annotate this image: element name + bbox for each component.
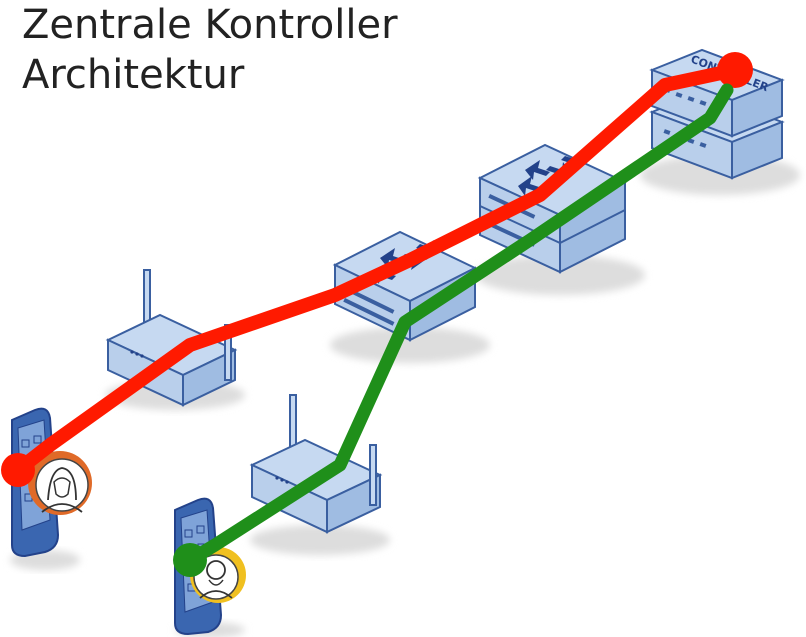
user-avatar-1-icon (28, 451, 92, 515)
green-connection-path (173, 83, 734, 577)
title-line-1: Zentrale Kontroller (22, 2, 398, 48)
red-path-end-dot (717, 52, 753, 88)
page-title: Zentrale Kontroller Architektur (22, 0, 398, 100)
access-switch-icon (330, 230, 490, 363)
red-path-start-dot (1, 453, 35, 487)
green-path-start-dot (173, 543, 207, 577)
red-connection-path (1, 52, 753, 487)
title-line-2: Architektur (22, 52, 245, 98)
access-point-1-icon (105, 269, 245, 410)
